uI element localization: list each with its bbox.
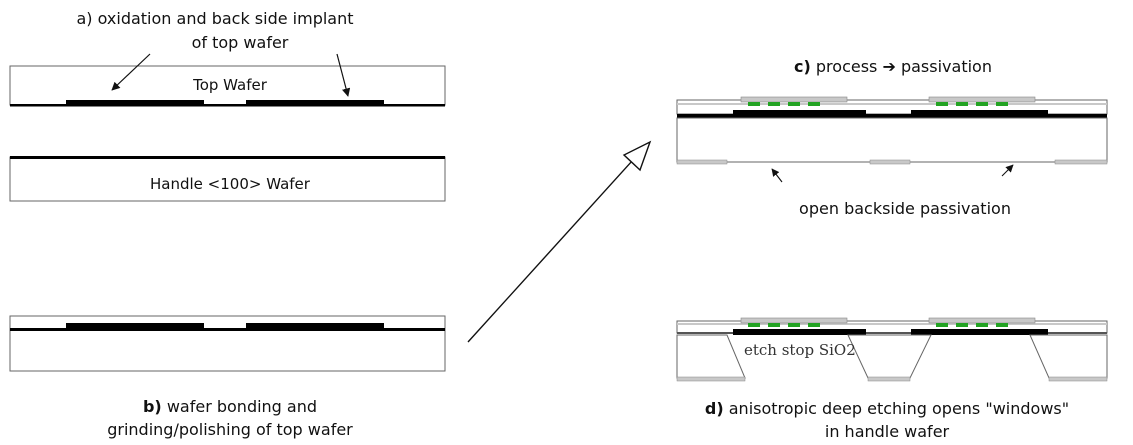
step-a: a) oxidation and back side implant of to… bbox=[9, 9, 446, 202]
backside-arrow-right bbox=[1001, 164, 1014, 177]
contact-c8 bbox=[996, 102, 1008, 106]
handle-piece-left bbox=[676, 334, 746, 379]
implant-region-left bbox=[66, 100, 204, 105]
step-b-prefix: b) bbox=[143, 397, 162, 416]
handle-piece-right bbox=[1029, 334, 1108, 379]
contact-c2 bbox=[768, 102, 780, 106]
contact-c5 bbox=[936, 102, 948, 106]
contact-d3 bbox=[788, 323, 800, 327]
handle-wafer-c bbox=[676, 117, 1108, 163]
flow-arrow-shaft bbox=[467, 149, 643, 343]
backside-passivation-3 bbox=[1054, 159, 1108, 165]
step-b: b) wafer bonding and grinding/polishing … bbox=[9, 315, 446, 439]
etch-stop-label: etch stop SiO2 bbox=[744, 341, 856, 359]
contact-d4 bbox=[808, 323, 820, 327]
backside-passivation-d2 bbox=[867, 376, 911, 382]
flow-arrow-head bbox=[622, 140, 652, 172]
implant-arrow-left bbox=[111, 53, 151, 91]
implant-d-left bbox=[733, 329, 866, 335]
contact-c7 bbox=[976, 102, 988, 106]
step-c-caption: c) process ➔ passivation bbox=[794, 57, 992, 76]
implant-region-right bbox=[246, 100, 384, 105]
step-d-caption-line2: in handle wafer bbox=[825, 422, 950, 441]
backside-passivation-d1 bbox=[676, 376, 746, 382]
step-d-prefix: d) bbox=[705, 399, 724, 418]
buried-oxide-d bbox=[677, 332, 1107, 334]
contact-c1 bbox=[748, 102, 760, 106]
handle-piece-middle bbox=[847, 334, 932, 379]
backside-passivation-d3 bbox=[1048, 376, 1108, 382]
bonded-implant-left bbox=[66, 323, 204, 329]
step-d: etch stop SiO2 d) anisotropic deep etchi… bbox=[676, 317, 1108, 441]
step-b-caption-line1: b) wafer bonding and bbox=[143, 397, 317, 416]
top-wafer bbox=[9, 65, 446, 106]
contact-d7 bbox=[976, 323, 988, 327]
contact-d1 bbox=[748, 323, 760, 327]
bonded-oxide bbox=[10, 328, 445, 331]
step-a-caption-line1: a) oxidation and back side implant bbox=[76, 9, 353, 28]
step-b-caption-line2: grinding/polishing of top wafer bbox=[107, 420, 353, 439]
top-wafer-label: Top Wafer bbox=[192, 76, 268, 94]
implant-arrow-right bbox=[336, 53, 351, 97]
passivation-block-left bbox=[740, 96, 848, 103]
implant-d-right bbox=[911, 329, 1048, 335]
step-b-text: wafer bonding and bbox=[162, 397, 317, 416]
passivation-block-right bbox=[928, 96, 1036, 103]
contact-d5 bbox=[936, 323, 948, 327]
passivation-layer bbox=[677, 103, 1107, 105]
handle-wafer-oxide bbox=[10, 156, 445, 159]
step-a-caption-line2: of top wafer bbox=[192, 33, 289, 52]
step-c: c) process ➔ passivation open backside p… bbox=[676, 57, 1108, 218]
contact-d2 bbox=[768, 323, 780, 327]
step-d-text: anisotropic deep etching opens "windows" bbox=[724, 399, 1069, 418]
backside-passivation-1 bbox=[676, 159, 728, 165]
passivation-d-left bbox=[740, 317, 848, 324]
implant-c-right bbox=[911, 110, 1048, 116]
handle-wafer bbox=[9, 156, 446, 202]
implant-c-left bbox=[733, 110, 866, 116]
handle-wafer-label: Handle <100> Wafer bbox=[150, 175, 311, 193]
step-c-prefix: c) bbox=[794, 57, 811, 76]
contact-c4 bbox=[808, 102, 820, 106]
top-wafer-oxide bbox=[10, 104, 445, 107]
contact-c6 bbox=[956, 102, 968, 106]
backside-arrow-left bbox=[771, 168, 783, 183]
passivation-layer-d bbox=[677, 323, 1107, 325]
contact-d8 bbox=[996, 323, 1008, 327]
contact-c3 bbox=[788, 102, 800, 106]
bonded-implant-right bbox=[246, 323, 384, 329]
backside-passivation-2 bbox=[869, 159, 911, 165]
step-c-text: process ➔ passivation bbox=[811, 57, 992, 76]
buried-oxide bbox=[677, 114, 1107, 118]
contact-d6 bbox=[956, 323, 968, 327]
backside-label: open backside passivation bbox=[799, 199, 1011, 218]
step-d-caption-line1: d) anisotropic deep etching opens "windo… bbox=[705, 399, 1069, 418]
passivation-d-right bbox=[928, 317, 1036, 324]
